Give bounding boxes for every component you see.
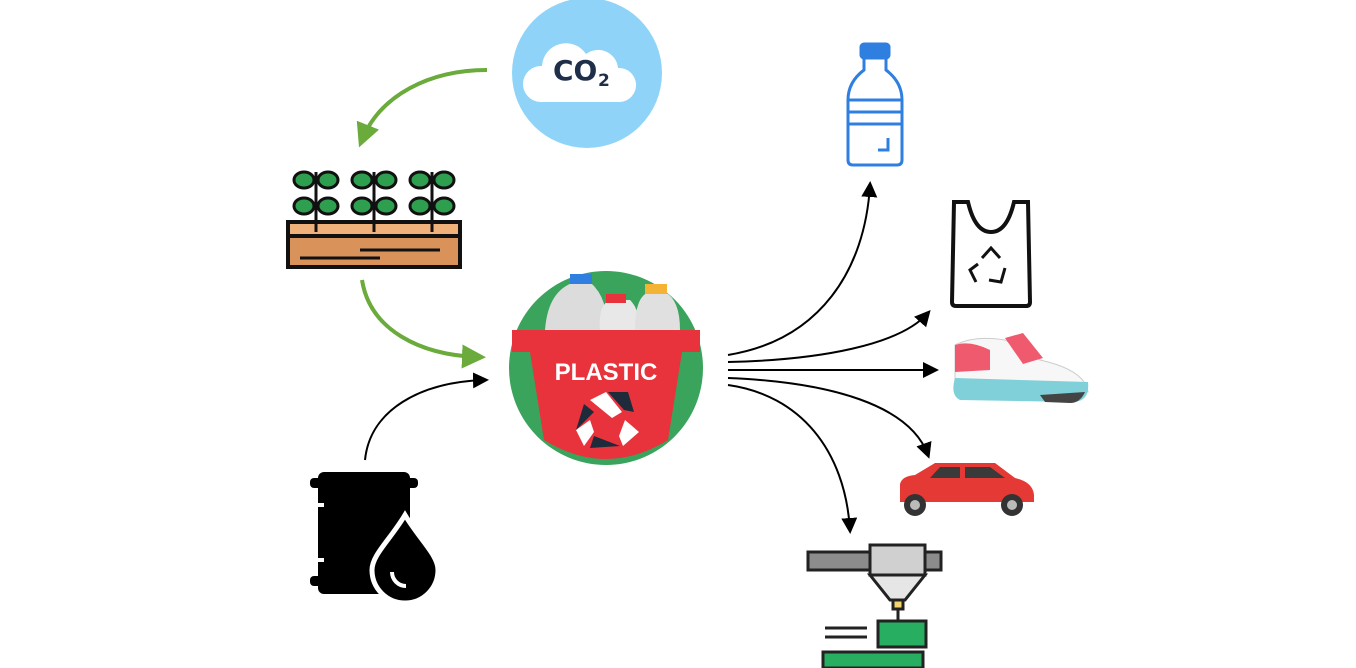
- recycle-icon: [576, 392, 639, 448]
- co2-to-plants-arrow: [356, 68, 488, 148]
- plastic-bag-icon: [949, 200, 1033, 308]
- plants-field-icon: [286, 170, 462, 269]
- co2-icon: CO 2: [512, 0, 662, 148]
- oil-to-plastic-arrow: [364, 372, 489, 461]
- co2-label: CO: [553, 54, 597, 87]
- oil-barrel-icon: [310, 472, 441, 606]
- co2-subscript: 2: [598, 71, 610, 91]
- 3d-printer-icon: [806, 543, 943, 668]
- water-bottle-icon: [846, 42, 904, 167]
- arrow-to-bottle: [727, 181, 878, 356]
- plastic-bin-icon: PLASTIC: [509, 271, 703, 465]
- car-icon: [900, 463, 1034, 516]
- arrow-to-bag: [727, 309, 931, 363]
- arrow-to-3d-printer: [727, 384, 858, 534]
- plastic-label: PLASTIC: [555, 359, 658, 386]
- sneaker-icon: [953, 333, 1089, 403]
- arrow-to-car: [727, 377, 932, 459]
- plants-to-plastic-arrow: [360, 279, 486, 369]
